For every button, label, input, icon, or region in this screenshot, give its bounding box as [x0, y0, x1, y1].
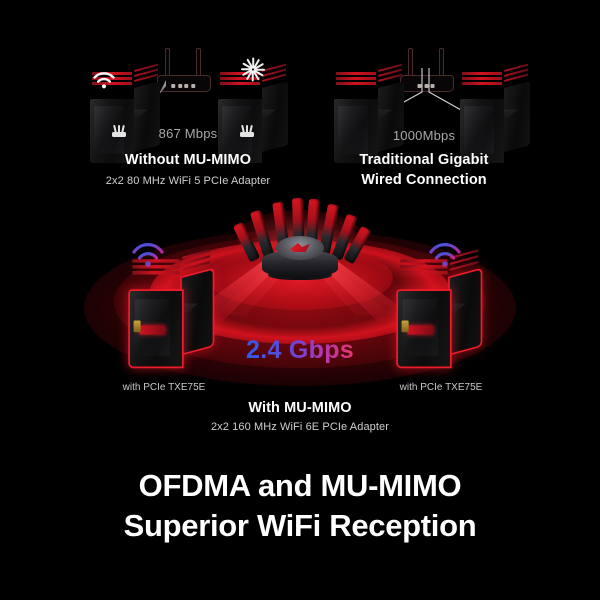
gaming-router-8-antenna-icon: [232, 197, 372, 288]
loading-burst-icon: [240, 57, 266, 88]
page-headline: OFDMA and MU-MIMO Superior WiFi Receptio…: [124, 466, 477, 545]
wifi-icon-mumimo-left: [132, 243, 164, 267]
panel-title-without-mumimo: Without MU-MIMO: [124, 152, 252, 168]
wifi-adapter-icon: [112, 124, 126, 137]
panel-subtitle-mumimo: 2x2 160 MHz WiFi 6E PCIe Adapter: [210, 421, 390, 433]
client-label-right: with PCIe TXE75E: [399, 382, 483, 393]
panel-title-traditional-line2: Wired Connection: [361, 172, 487, 188]
router-leds: [171, 84, 195, 88]
router-antenna-right: [196, 48, 201, 79]
router-leds: [417, 84, 435, 88]
pcie-adapter-card-icon: [133, 320, 166, 335]
wifi-icon-mumimo-right: [429, 243, 461, 267]
router-icon: [398, 48, 454, 92]
panel-title-mumimo: With MU-MIMO: [248, 400, 352, 416]
client-label-left: with PCIe TXE75E: [122, 382, 206, 393]
speed-label-without-mumimo: 867 Mbps: [158, 126, 218, 141]
headline-line-1: OFDMA and MU-MIMO: [138, 468, 462, 503]
router-antenna-left: [408, 48, 413, 79]
panel-subtitle-without-mumimo: 2x2 80 MHz WiFi 5 PCIe Adapter: [105, 175, 271, 187]
router-antenna-left: [165, 48, 170, 79]
speed-label-traditional: 1000Mbps: [392, 128, 456, 143]
router-antenna-right: [439, 48, 444, 79]
router-logo-icon: [290, 243, 310, 252]
wifi-adapter-icon: [240, 124, 254, 137]
wifi-icon-connected: [93, 72, 115, 89]
headline-line-2: Superior WiFi Reception: [123, 507, 477, 543]
pcie-adapter-card-icon: [401, 320, 434, 335]
speed-label-mumimo: 2.4 Gbps: [246, 336, 354, 364]
panel-title-traditional-line1: Traditional Gigabit: [359, 152, 489, 168]
